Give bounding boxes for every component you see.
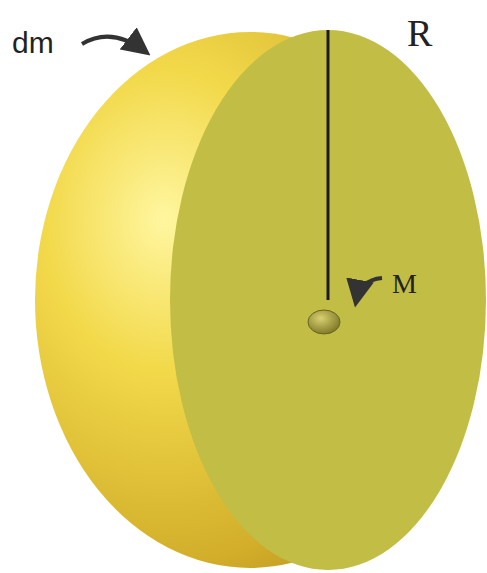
mass-label: M (392, 270, 417, 298)
radius-line (327, 30, 330, 300)
radius-label: R (407, 14, 432, 52)
dm-arrow (82, 37, 146, 52)
element-label: dm (12, 28, 54, 58)
flat-face (170, 30, 486, 570)
m-arrow (356, 278, 382, 302)
point-mass (308, 310, 340, 334)
